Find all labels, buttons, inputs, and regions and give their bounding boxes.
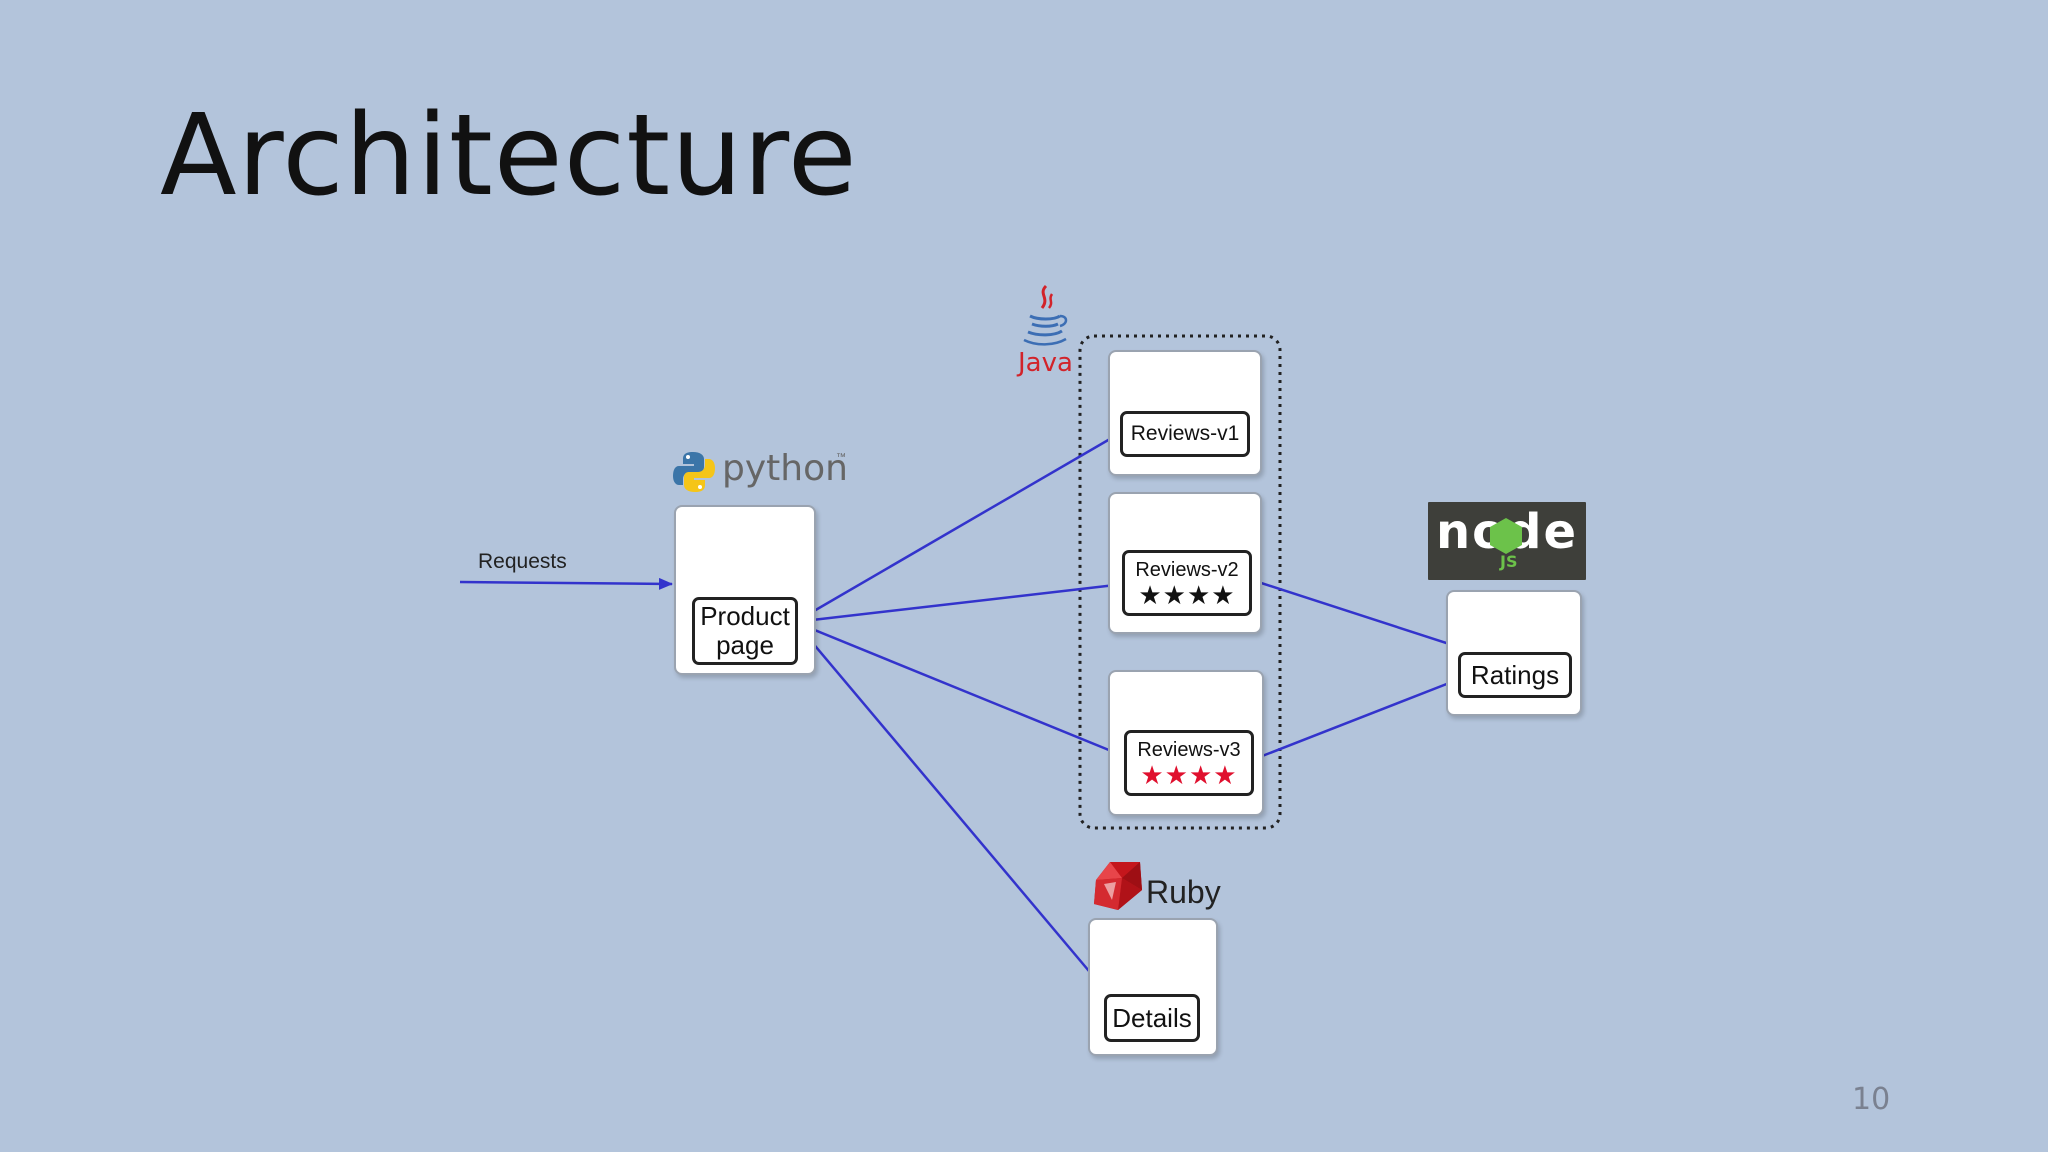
python-logo-icon [673,452,715,492]
reviews-v2-label-text: Reviews-v2 [1135,558,1239,581]
reviews-v3-label: Reviews-v3 ★★★★ [1124,730,1254,796]
arrow-productpage-to-reviews-v2 [794,579,1125,624]
reviews-v1-label: Reviews-v1 [1120,411,1250,457]
arrow-reviews-v2-to-ratings [1251,578,1475,654]
productpage-label-line2: page [716,630,774,660]
details-label: Details [1104,994,1200,1042]
ratings-label-text: Ratings [1470,659,1560,690]
reviews-v3-stars: ★★★★ [1140,759,1238,790]
reviews-v1-label-text: Reviews-v1 [1130,422,1240,445]
java-logo-icon [1023,284,1068,346]
page-number: 10 [1852,1082,1891,1117]
arrow-productpage-to-reviews-v3 [794,620,1127,759]
nodejs-hexagon-icon [1490,518,1522,554]
slide-title: Architecture [160,91,858,221]
nodejs-js-badge: JS [1500,552,1518,571]
reviews-v2-label: Reviews-v2 ★★★★ [1122,550,1252,616]
ruby-logo-icon [1094,862,1142,910]
python-label: python [722,448,848,489]
details-label-text: Details [1112,1002,1192,1033]
productpage-label: Product page [692,597,798,665]
ruby-label: Ruby [1146,874,1221,910]
arrow-reviews-v3-to-ratings [1251,676,1463,762]
arrow-requests-to-productpage [459,577,673,590]
requests-label: Requests [478,550,567,573]
reviews-v3-label-text: Reviews-v3 [1137,738,1241,761]
productpage-label-line1: Product [700,600,790,631]
arrow-productpage-to-details [794,621,1111,997]
java-label: Java [1018,348,1073,378]
ratings-label: Ratings [1458,652,1572,698]
reviews-group-boundary [1078,334,1282,830]
arrow-productpage-to-reviews-v1 [794,430,1123,624]
reviews-v2-stars: ★★★★ [1138,579,1236,610]
python-trademark: ™ [836,452,846,463]
nodejs-logo: node JS [1428,502,1586,580]
